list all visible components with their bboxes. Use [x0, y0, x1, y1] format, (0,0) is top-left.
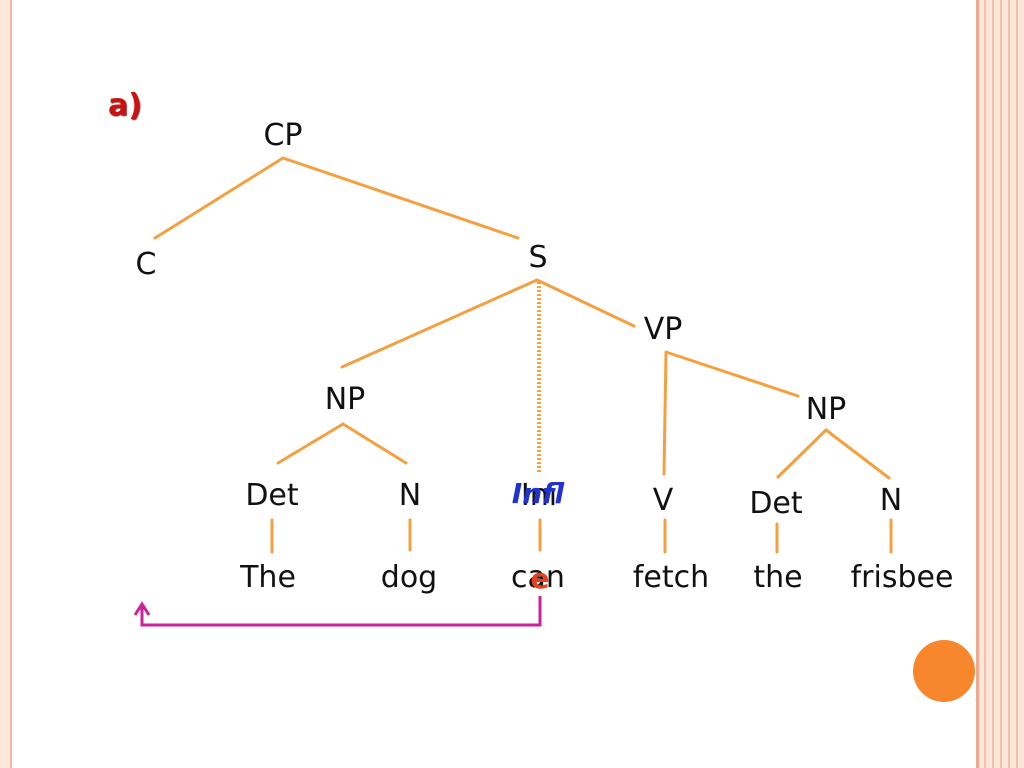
word-can: can [511, 560, 565, 595]
branch-cp-s [281, 156, 520, 240]
branch-vp-v [662, 350, 668, 476]
movement-arrow [133, 596, 542, 627]
node-det-subject: Det [245, 478, 299, 513]
branch-np-det [276, 422, 345, 465]
branch-np-n [341, 422, 408, 465]
right-border-decoration [976, 0, 1024, 768]
node-vp: VP [643, 312, 683, 347]
node-np-subject: NP [324, 382, 366, 417]
node-np-object: NP [805, 392, 847, 427]
node-v: V [652, 483, 674, 518]
branch-s-vp [535, 278, 636, 328]
word-dog: dog [380, 560, 438, 595]
node-infl-covered: Ini [520, 478, 558, 513]
branch-cp-c [153, 156, 285, 240]
branch-vp-np [664, 350, 800, 398]
left-border-decoration [0, 0, 12, 768]
node-n-object: N [879, 483, 903, 518]
node-cp: CP [263, 118, 303, 153]
node-s: S [528, 240, 548, 275]
branch-np-n-object [824, 428, 891, 480]
branch-s-np [340, 278, 539, 369]
node-c: C [135, 247, 157, 282]
node-n-subject: N [398, 478, 422, 513]
trace-e: e [530, 562, 550, 595]
word-the-subject: The [240, 560, 296, 595]
word-the-object: the [753, 560, 803, 595]
word-frisbee: frisbee [850, 560, 954, 595]
part-label: a) [108, 88, 142, 123]
decorative-circle [913, 640, 975, 702]
node-infl: Infl [511, 477, 565, 510]
node-det-object: Det [749, 486, 803, 521]
branch-np-det-object [776, 428, 828, 479]
word-fetch: fetch [632, 560, 710, 595]
